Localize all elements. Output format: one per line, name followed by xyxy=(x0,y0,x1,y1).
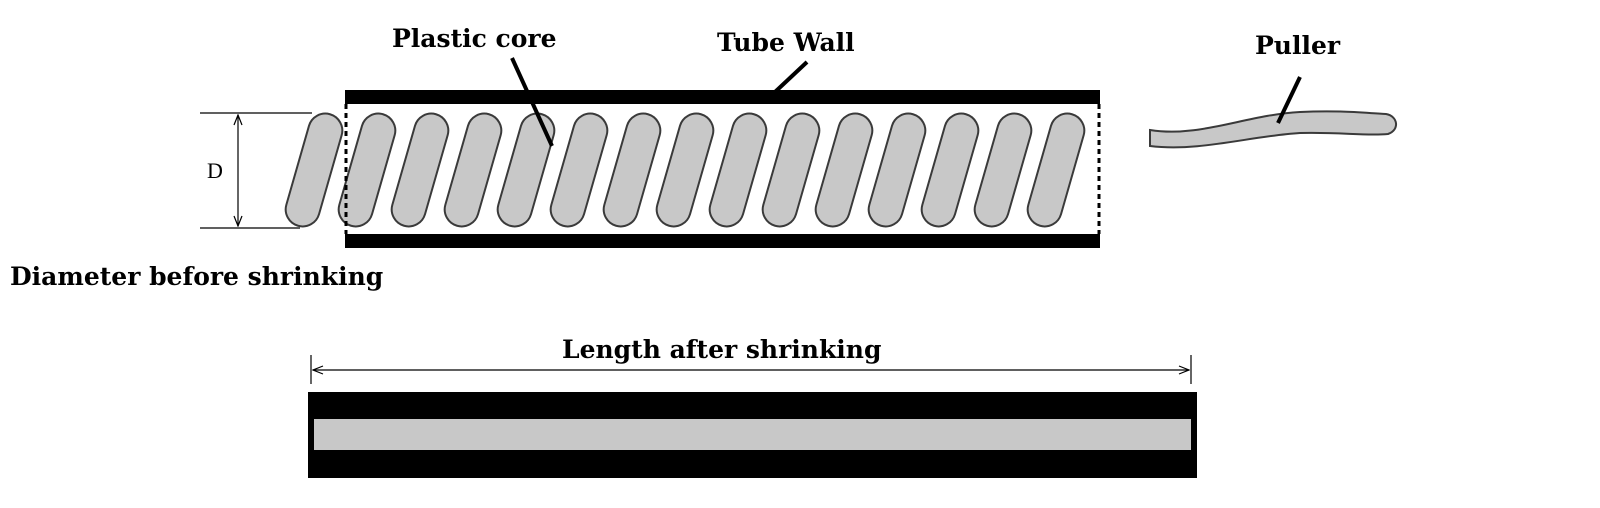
plastic-core-coil xyxy=(284,112,1086,228)
tube-after-shrinking: Length after shrinking xyxy=(308,335,1197,478)
diameter-label: D xyxy=(207,158,223,183)
coil-turn xyxy=(973,112,1033,228)
diameter-dimension: D xyxy=(200,112,312,229)
coil-turn xyxy=(390,112,450,228)
coil-turn xyxy=(655,112,715,228)
coil-turn xyxy=(496,112,556,228)
coil-turn xyxy=(284,112,344,228)
tube-wall-top-band xyxy=(345,90,1100,104)
coil-turn xyxy=(443,112,503,228)
puller-cord xyxy=(1149,110,1397,149)
tube-wall-leader xyxy=(773,60,809,94)
coil-turn xyxy=(814,112,874,228)
callouts: Plastic core Tube Wall Puller Diameter b… xyxy=(10,24,1341,291)
tube-wall-bottom-band xyxy=(345,234,1100,248)
coil-turn xyxy=(1026,112,1086,228)
coil-turn xyxy=(337,112,397,228)
coil-turn xyxy=(867,112,927,228)
tube-wall-label: Tube Wall xyxy=(717,28,855,57)
diameter-before-shrinking-label: Diameter before shrinking xyxy=(10,262,383,291)
tube-before-shrinking xyxy=(284,90,1397,248)
coil-turn xyxy=(761,112,821,228)
length-after-shrinking-label: Length after shrinking xyxy=(562,335,881,364)
shrunk-plastic-core xyxy=(314,419,1191,450)
coil-turn xyxy=(549,112,609,228)
plastic-core-label: Plastic core xyxy=(392,24,557,53)
coil-turn xyxy=(708,112,768,228)
puller-leader xyxy=(1276,76,1302,124)
coil-turn xyxy=(920,112,980,228)
coil-turn xyxy=(602,112,662,228)
plastic-core-leader xyxy=(510,57,554,147)
puller-label: Puller xyxy=(1255,31,1341,60)
